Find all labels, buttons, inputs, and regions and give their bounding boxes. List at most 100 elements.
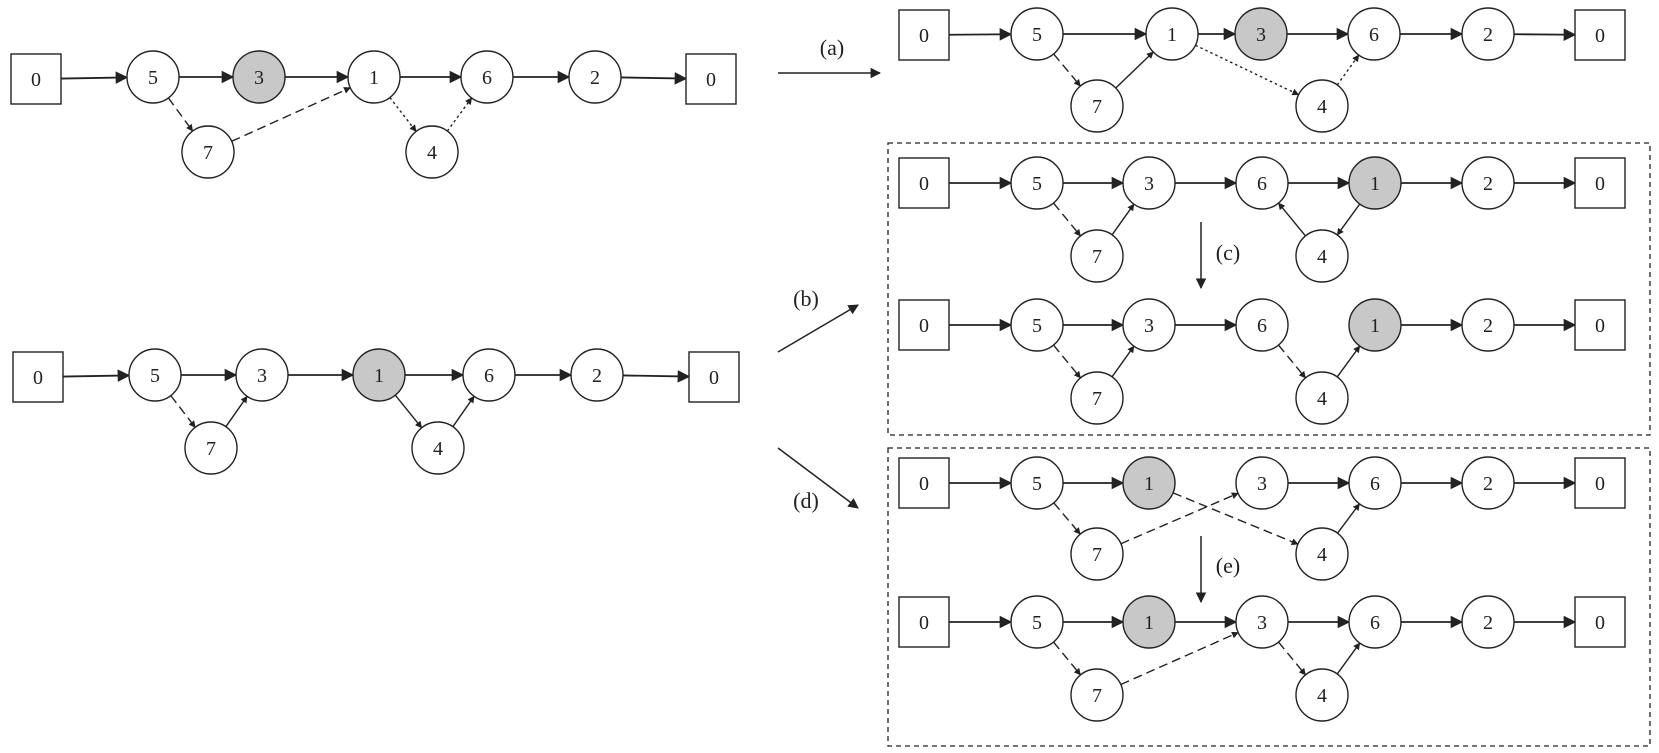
- node-label: 2: [1483, 612, 1493, 634]
- customer-node: [1295, 371, 1349, 425]
- node-label: 0: [919, 612, 929, 634]
- edge-n2-d1: [622, 370, 691, 383]
- customer-node: [1070, 229, 1124, 283]
- customer-node: [1295, 527, 1349, 581]
- edge-n4-n6: [452, 395, 475, 428]
- node-label: 0: [1595, 25, 1605, 47]
- node-label: 0: [709, 367, 719, 389]
- node-label: 2: [1483, 173, 1493, 195]
- label-d: (d): [793, 488, 819, 513]
- customer-node: [1010, 156, 1064, 210]
- edge-n5-n7: [1053, 53, 1081, 87]
- node-label: 6: [1369, 24, 1379, 46]
- node-label: 1: [1144, 612, 1154, 634]
- customer-node: [1235, 456, 1289, 510]
- node-label: 7: [1092, 544, 1102, 566]
- depot-node: [1574, 596, 1626, 648]
- edge-n7-n3: [1111, 203, 1135, 236]
- edge-n4-n6: [1336, 503, 1361, 534]
- customer-node: [1010, 595, 1064, 649]
- node-label: 1: [1370, 173, 1380, 195]
- customer-node: [1010, 456, 1064, 510]
- node-label: 5: [1032, 24, 1042, 46]
- node-label: 6: [1370, 473, 1380, 495]
- transition-arrow-b: [777, 304, 859, 353]
- frame-b: [887, 142, 1651, 436]
- customer-node: [1295, 79, 1349, 133]
- edge-n3-n4: [1277, 641, 1307, 676]
- node-label: 5: [1032, 315, 1042, 337]
- depot-node: [1574, 299, 1626, 351]
- customer-node: [460, 50, 514, 104]
- customer-node: [1461, 456, 1515, 510]
- customer-node: [1070, 79, 1124, 133]
- edge-n5-n7: [1052, 202, 1082, 237]
- depot-node: [898, 457, 950, 509]
- customer-node: [1295, 668, 1349, 722]
- customer-node: [1070, 668, 1124, 722]
- node-label: 3: [1257, 612, 1267, 634]
- depot-node: [1574, 457, 1626, 509]
- node-label: 0: [1595, 473, 1605, 495]
- customer-node: [1295, 229, 1349, 283]
- edge-n7-n3: [1120, 631, 1239, 686]
- node-label: 5: [148, 67, 158, 89]
- node-label: 0: [919, 315, 929, 337]
- edge-d0-n5: [62, 369, 131, 382]
- node-label: 5: [150, 365, 160, 387]
- depot-node: [898, 596, 950, 648]
- edge-n2-d1: [1513, 28, 1577, 41]
- node-label: 1: [1370, 315, 1380, 337]
- edge-n4-n6: [1336, 54, 1360, 86]
- node-label: 5: [1032, 473, 1042, 495]
- customer-node: [1348, 595, 1402, 649]
- node-label: 1: [374, 365, 384, 387]
- edge-n5-n7: [1052, 641, 1082, 676]
- depot-node: [1574, 157, 1626, 209]
- customer-node: [405, 125, 459, 179]
- edge-n1-n4: [1172, 492, 1299, 545]
- customer-node: [1461, 7, 1515, 61]
- label-b: (b): [793, 286, 819, 311]
- node-label: 6: [1257, 315, 1267, 337]
- customer-node: [184, 421, 238, 475]
- edge-d0-n5: [60, 71, 129, 84]
- highlighted-node: [1122, 595, 1176, 649]
- node-label: 3: [1256, 24, 1266, 46]
- customer-node: [1235, 298, 1289, 352]
- customer-node: [570, 348, 624, 402]
- edge-n5-n7: [170, 395, 196, 428]
- node-label: 2: [1483, 24, 1493, 46]
- customer-node: [1347, 7, 1401, 61]
- frame-d: [887, 447, 1651, 747]
- node-label: 0: [1595, 315, 1605, 337]
- node-label: 0: [1595, 173, 1605, 195]
- customer-node: [1070, 527, 1124, 581]
- depot-node: [898, 157, 950, 209]
- node-label: 4: [427, 142, 437, 164]
- depot-node: [12, 351, 64, 403]
- node-label: 1: [1167, 24, 1177, 46]
- edge-n5-n7: [167, 97, 194, 132]
- edge-n5-n7: [1053, 502, 1081, 535]
- edge-n5-n7: [1052, 344, 1082, 379]
- node-label: 1: [1144, 473, 1154, 495]
- node-label: 2: [590, 67, 600, 89]
- depot-node: [898, 9, 950, 61]
- edge-n7-n3: [1120, 492, 1239, 545]
- customer-node: [462, 348, 516, 402]
- label-e: (e): [1216, 553, 1240, 578]
- highlighted-node: [1234, 7, 1288, 61]
- node-label: 6: [1370, 612, 1380, 634]
- node-label: 6: [484, 365, 494, 387]
- transition-arrow-d: [777, 447, 859, 509]
- node-label: 7: [206, 438, 216, 460]
- edge-n1-n4: [1336, 203, 1361, 236]
- customer-node: [1010, 298, 1064, 352]
- customer-node: [1461, 156, 1515, 210]
- edge-d0-n5: [948, 28, 1013, 41]
- node-label: 0: [919, 173, 929, 195]
